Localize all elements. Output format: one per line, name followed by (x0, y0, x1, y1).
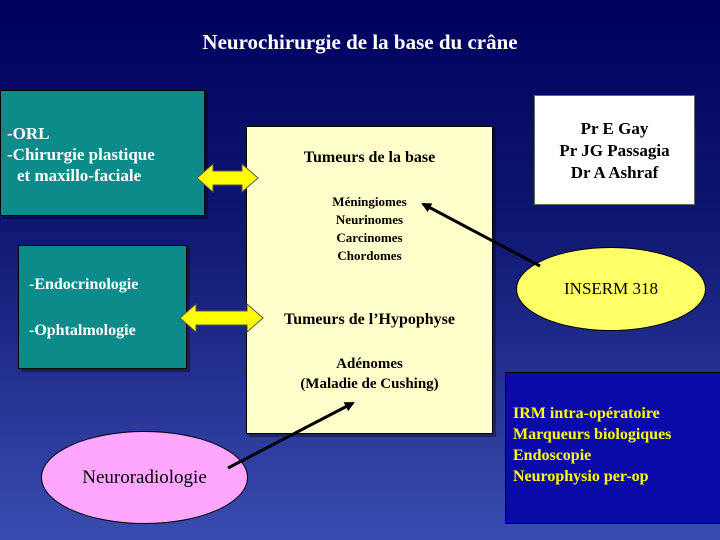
author-name: Pr E Gay (580, 119, 649, 138)
authors-box: Pr E Gay Pr JG Passagia Dr A Ashraf (534, 95, 695, 205)
tumor-item: Carcinomes (336, 230, 403, 245)
tumeurs-base-heading: Tumeurs de la base (303, 149, 436, 166)
neuroradiologie-label: Neuroradiologie (82, 466, 207, 488)
tumor-item: Méningiomes (332, 194, 407, 209)
maxillo-faciale-line: et maxillo-faciale (17, 166, 142, 185)
inserm-label: INSERM 318 (564, 279, 658, 298)
tumeurs-hypophyse-heading: Tumeurs de l’Hypophyse (284, 311, 455, 328)
endo-box: -Endocrinologie -Ophtalmologie (18, 245, 187, 369)
orl-box: -ORL -Chirurgie plastique et maxillo-fac… (0, 90, 205, 216)
chirurgie-plastique-line: -Chirurgie plastique (7, 145, 155, 164)
neuroradiologie-arrow (227, 401, 355, 470)
inserm-ellipse: INSERM 318 (516, 247, 706, 331)
techniques-box: IRM intra-opératoire Marqueurs biologiqu… (505, 372, 720, 524)
technique-item: Endoscopie (513, 447, 592, 464)
orl-line: -ORL (7, 124, 50, 143)
technique-item: Neurophysio per-op (513, 468, 649, 485)
tumor-item: Neurinomes (335, 212, 404, 227)
ophtalmologie-line: -Ophtalmologie (29, 322, 136, 339)
adenomes-line: Adénomes (336, 356, 403, 372)
page-title: Neurochirurgie de la base du crâne (202, 30, 518, 54)
cushing-line: (Maladie de Cushing) (300, 376, 439, 392)
technique-item: Marqueurs biologiques (513, 426, 672, 443)
neuroradiologie-ellipse: Neuroradiologie (41, 431, 248, 524)
double-arrow-icon (179, 302, 264, 334)
author-name: Dr A Ashraf (570, 163, 659, 182)
double-arrow-icon (196, 162, 259, 194)
technique-item: IRM intra-opératoire (513, 405, 660, 422)
tumor-item: Chordomes (337, 248, 402, 263)
inserm-arrow (421, 202, 541, 268)
author-name: Pr JG Passagia (559, 141, 670, 160)
tumeurs-box: Tumeurs de la base Méningiomes Neurinome… (246, 126, 493, 434)
endocrinologie-line: -Endocrinologie (29, 276, 139, 293)
